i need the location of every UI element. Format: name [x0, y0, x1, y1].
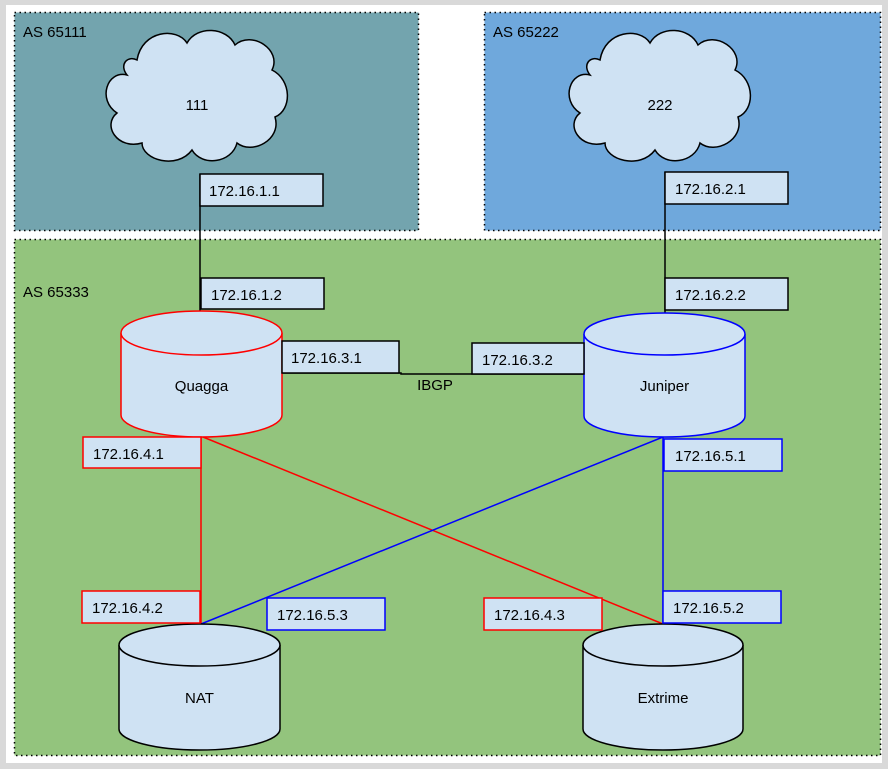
cloud-label-111: 111	[186, 97, 209, 114]
ip-label-172-16-4-2: 172.16.4.2	[81, 590, 201, 624]
svg-text:172.16.5.2: 172.16.5.2	[673, 600, 744, 617]
router-label-extrime: Extrime	[638, 690, 689, 707]
router-nat[interactable]: NAT	[118, 623, 281, 751]
svg-text:172.16.3.1: 172.16.3.1	[291, 350, 362, 367]
svg-text:172.16.4.2: 172.16.4.2	[92, 600, 163, 617]
router-label-nat: NAT	[185, 690, 214, 707]
zone-label-as65222: AS 65222	[493, 24, 559, 41]
ip-label-172-16-4-1: 172.16.4.1	[82, 436, 202, 469]
zone-label-as65333: AS 65333	[23, 284, 89, 301]
cloud-222[interactable]: 222	[568, 29, 752, 162]
cloud-111[interactable]: 111	[105, 29, 289, 162]
svg-text:172.16.4.1: 172.16.4.1	[93, 446, 164, 463]
ip-label-172-16-1-2: 172.16.1.2	[200, 277, 325, 310]
router-quagga[interactable]: Quagga	[120, 310, 283, 438]
svg-text:172.16.1.1: 172.16.1.1	[209, 183, 280, 200]
svg-text:172.16.2.1: 172.16.2.1	[675, 181, 746, 198]
svg-text:172.16.5.1: 172.16.5.1	[675, 448, 746, 465]
ip-label-172-16-5-3: 172.16.5.3	[266, 597, 386, 631]
link-juniper-nat	[200, 436, 664, 625]
ip-label-172-16-5-1: 172.16.5.1	[663, 438, 783, 472]
ip-label-172-16-2-2: 172.16.2.2	[664, 277, 789, 311]
ip-label-172-16-4-3: 172.16.4.3	[483, 597, 603, 631]
router-label-quagga: Quagga	[175, 378, 229, 395]
svg-text:172.16.1.2: 172.16.1.2	[211, 287, 282, 304]
svg-text:172.16.4.3: 172.16.4.3	[494, 607, 565, 624]
svg-text:172.16.5.3: 172.16.5.3	[277, 607, 348, 624]
router-juniper[interactable]: Juniper	[583, 312, 746, 438]
ip-label-172-16-5-2: 172.16.5.2	[662, 590, 782, 624]
router-extrime[interactable]: Extrime	[582, 623, 744, 751]
ip-label-172-16-3-2: 172.16.3.2	[471, 342, 585, 375]
svg-text:172.16.2.2: 172.16.2.2	[675, 287, 746, 304]
svg-text:172.16.3.2: 172.16.3.2	[482, 352, 553, 369]
ip-label-172-16-2-1: 172.16.2.1	[664, 171, 789, 205]
ip-label-172-16-3-1: 172.16.3.1	[281, 340, 400, 374]
cloud-label-222: 222	[647, 97, 672, 114]
zone-label-as65111: AS 65111	[23, 24, 87, 41]
ibgp-label: IBGP	[417, 377, 453, 394]
router-label-juniper: Juniper	[640, 378, 689, 395]
ip-label-172-16-1-1: 172.16.1.1	[199, 173, 324, 207]
